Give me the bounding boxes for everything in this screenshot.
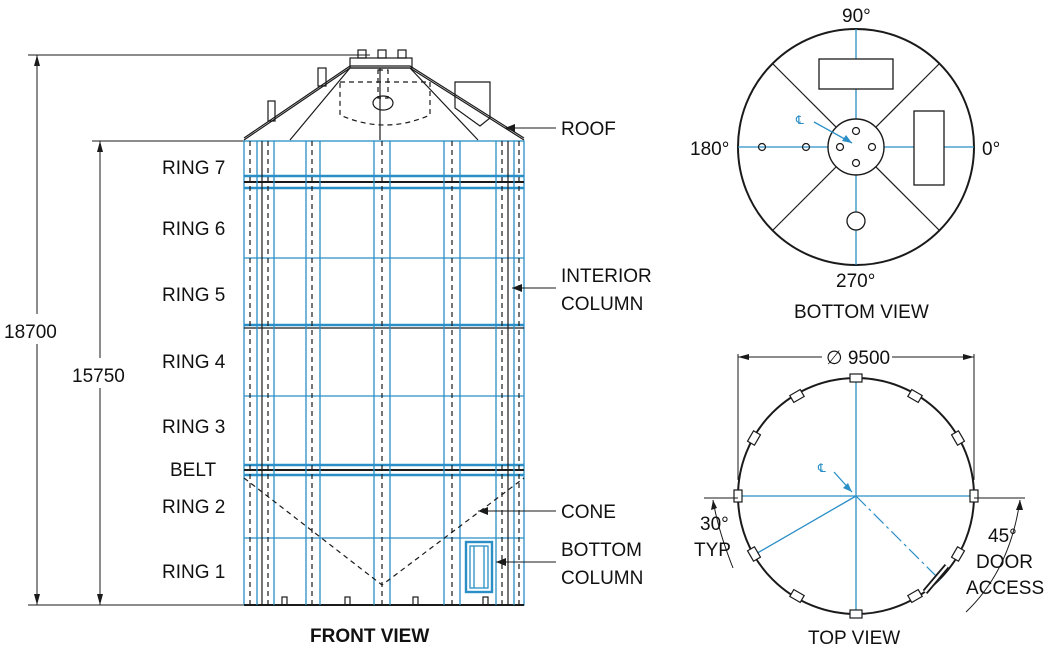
bottom-column-callout: BOTTOM [561,540,642,561]
front-callouts: ROOF INTERIOR COLUMN CONE BOTTOM COLUMN [478,119,652,589]
roof-callout: ROOF [561,119,616,140]
ring-label: RING 6 [162,219,225,240]
door-angle-label: 45° [988,526,1017,547]
bottom-column-callout: COLUMN [561,568,643,589]
roof [243,49,525,141]
angle-label-270: 270° [836,271,875,292]
dimension-shell-height: 15750 [70,140,248,605]
top-view: ∅ 9500 ℄ [694,344,1044,649]
interior-column-callout: COLUMN [561,294,643,315]
interior-column-callout: INTERIOR [561,266,652,287]
cone-callout: CONE [561,502,616,523]
door-access-label: DOOR [976,552,1033,573]
ring-label: RING 3 [162,417,225,438]
silo-shell [243,140,525,606]
ring-label: RING 1 [162,562,225,583]
typ-angle-label: TYP [694,540,731,561]
overall-height-label: 18700 [4,322,57,343]
angle-label-90: 90° [842,6,871,27]
top-view-title: TOP VIEW [808,628,900,649]
ring-label: RING 7 [162,158,225,179]
centerline-symbol: ℄ [795,113,804,127]
belt-label: BELT [170,460,217,481]
bottom-view: ℄ 90° 180° 0° 270° BOTTOM VIEW [690,6,1000,323]
shell-height-label: 15750 [72,366,125,387]
diameter-label: ∅ 9500 [826,348,890,369]
hopper-cone [243,477,525,586]
door-access-label: ACCESS [966,578,1044,599]
ring-label: RING 4 [162,352,226,373]
front-view-title: FRONT VIEW [310,626,429,647]
bottom-column [281,540,494,606]
ring-labels: RING 7 RING 6 RING 5 RING 4 RING 3 BELT … [162,158,226,583]
bottom-view-title: BOTTOM VIEW [794,302,929,323]
column-pads [733,373,979,619]
door-access [922,564,950,594]
centerline-symbol: ℄ [817,461,826,475]
typ-angle-label: 30° [700,514,729,535]
angle-label-0: 0° [982,139,1000,160]
interior-columns [249,141,520,605]
front-view: 18700 15750 [2,49,652,647]
dimension-overall-height: 18700 [2,54,370,606]
angle-label-180: 180° [690,139,729,160]
ring-label: RING 5 [162,285,225,306]
ring-label: RING 2 [162,497,225,518]
